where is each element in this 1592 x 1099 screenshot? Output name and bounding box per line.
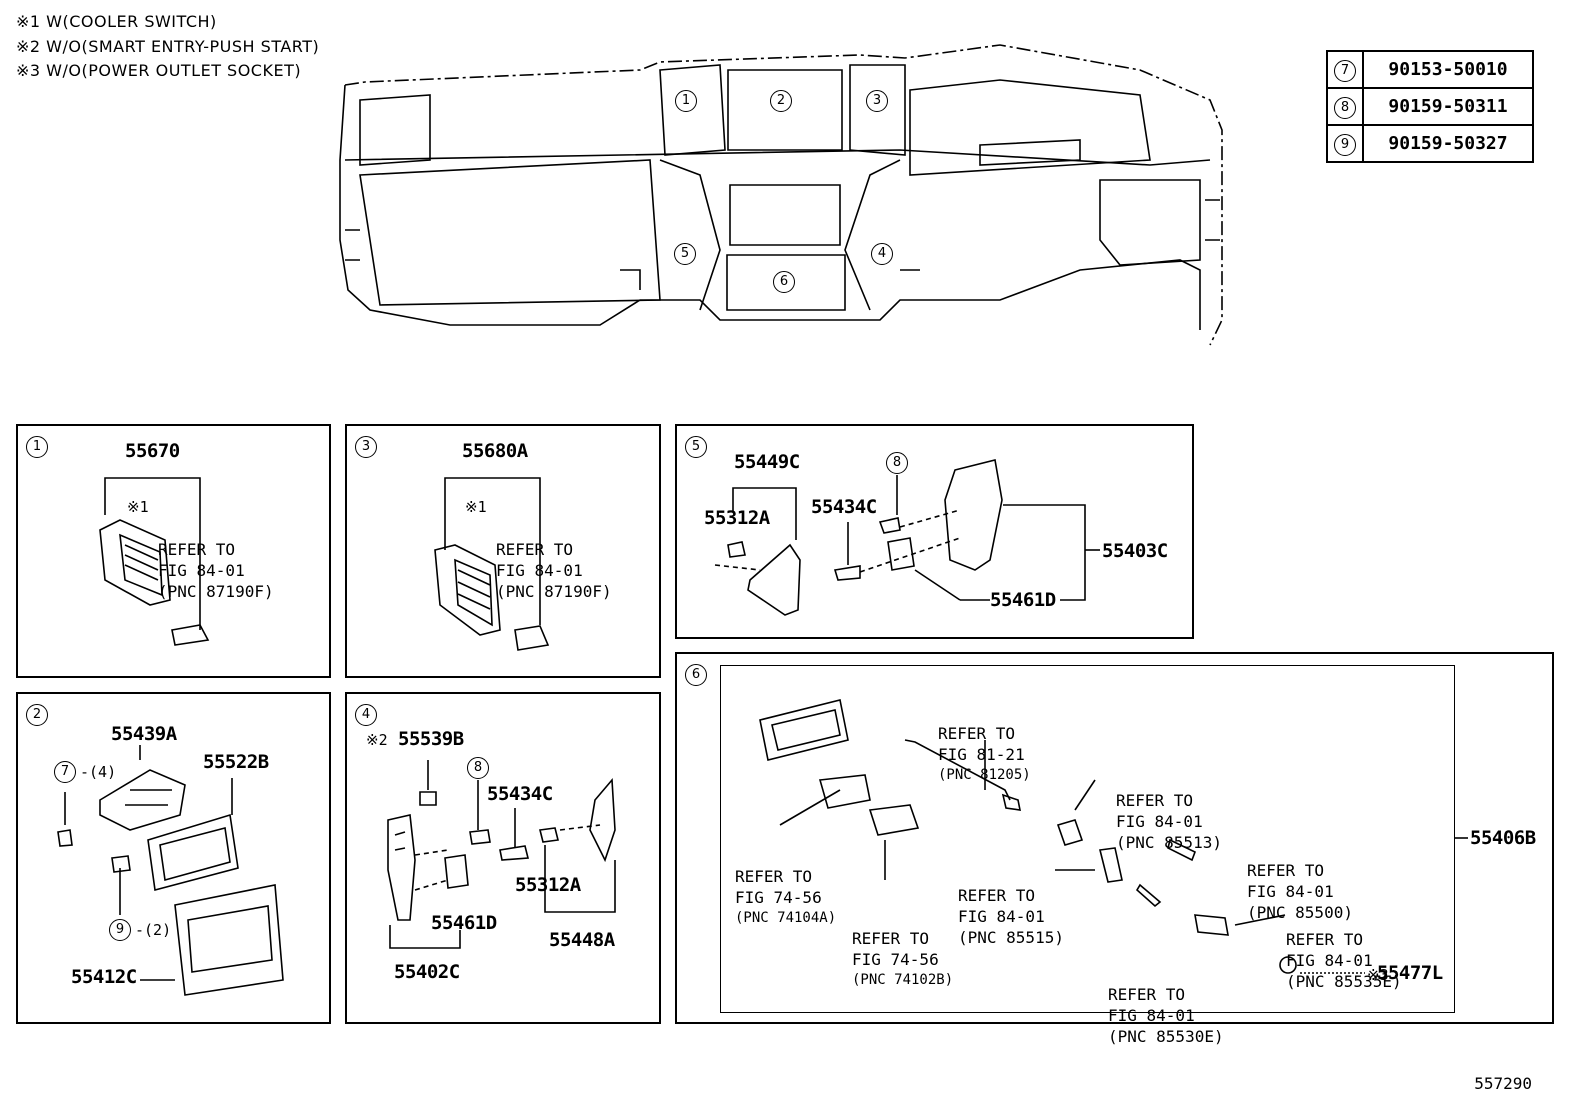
callout-9[interactable]: 9 xyxy=(109,919,131,941)
panel-1: 1 xyxy=(16,424,331,678)
part-label[interactable]: 55406B xyxy=(1470,827,1536,849)
panel-number: 4 xyxy=(355,704,377,726)
panel-1-art xyxy=(99,477,210,646)
part-label[interactable]: 55402C xyxy=(394,961,460,983)
panel-3-art xyxy=(434,477,550,651)
overview-callout[interactable]: 6 xyxy=(773,271,795,293)
part-number[interactable]: 90159-50327 xyxy=(1362,124,1534,163)
panel-6: 6 xyxy=(675,652,1554,1024)
panel-4-art xyxy=(387,760,616,949)
panel-2-art xyxy=(57,745,284,996)
panel-2: 2 xyxy=(16,692,331,1024)
part-label[interactable]: 55434C xyxy=(811,496,877,518)
part-label[interactable]: 55461D xyxy=(990,589,1056,611)
part-label[interactable]: 55434C xyxy=(487,783,553,805)
part-label[interactable]: 55312A xyxy=(704,507,770,529)
table-row: 8 90159-50311 xyxy=(1326,87,1534,126)
callout-7: 7 xyxy=(1334,59,1356,82)
overview-callout[interactable]: 4 xyxy=(871,243,893,265)
note-mark: ※1 xyxy=(127,498,149,516)
part-label[interactable]: 55670 xyxy=(125,440,180,462)
note-2: ※2 W/O(SMART ENTRY-PUSH START) xyxy=(16,37,320,56)
fastener-parts-table: 7 90153-50010 8 90159-50311 9 90159-5032… xyxy=(1326,50,1534,163)
panel-number: 1 xyxy=(26,436,48,458)
note-mark: ※1 xyxy=(465,498,487,516)
table-row: 9 90159-50327 xyxy=(1326,124,1534,163)
callout-8: 8 xyxy=(1334,96,1356,119)
part-label[interactable]: 55461D xyxy=(431,912,497,934)
callout-8[interactable]: 8 xyxy=(467,757,489,779)
callout-7[interactable]: 7 xyxy=(54,761,76,783)
table-row: 7 90153-50010 xyxy=(1326,50,1534,89)
part-number[interactable]: 90153-50010 xyxy=(1362,50,1534,89)
part-label[interactable]: 55680A xyxy=(462,440,528,462)
part-label[interactable]: 55539B xyxy=(398,728,464,750)
note-3: ※3 W/O(POWER OUTLET SOCKET) xyxy=(16,61,302,80)
part-label[interactable]: 55522B xyxy=(203,751,269,773)
part-number[interactable]: 90159-50311 xyxy=(1362,87,1534,126)
overview-callout[interactable]: 3 xyxy=(866,90,888,112)
panel-number: 3 xyxy=(355,436,377,458)
part-label[interactable]: 55412C xyxy=(71,966,137,988)
callout-8[interactable]: 8 xyxy=(886,452,908,474)
quantity: -(4) xyxy=(80,763,117,781)
note-mark: ※3 xyxy=(1367,966,1389,984)
panel-number: 6 xyxy=(685,664,707,686)
quantity: -(2) xyxy=(135,921,172,939)
panel-number: 2 xyxy=(26,704,48,726)
panel-6-art xyxy=(759,699,1468,974)
overview-callout[interactable]: 5 xyxy=(674,243,696,265)
dashboard-illustration xyxy=(339,44,1223,346)
callout-9: 9 xyxy=(1334,133,1356,156)
part-label[interactable]: 55403C xyxy=(1102,540,1168,562)
part-label[interactable]: 55477L xyxy=(1377,962,1443,984)
panel-3: 3 xyxy=(345,424,661,678)
overview-callout[interactable]: 1 xyxy=(675,90,697,112)
part-label[interactable]: 55312A xyxy=(515,874,581,896)
diagram-number: 557290 xyxy=(1474,1074,1532,1093)
part-label[interactable]: 55449C xyxy=(734,451,800,473)
part-label[interactable]: 55448A xyxy=(549,929,615,951)
part-label[interactable]: 55439A xyxy=(111,723,177,745)
note-1: ※1 W(COOLER SWITCH) xyxy=(16,12,217,31)
panel-4: 4 xyxy=(345,692,661,1024)
note-mark: ※2 xyxy=(366,731,388,749)
panel-5-art xyxy=(714,459,1100,616)
panel-number: 5 xyxy=(685,436,707,458)
assembly-boundary xyxy=(720,665,1455,1013)
overview-callout[interactable]: 2 xyxy=(770,90,792,112)
panel-5: 5 xyxy=(675,424,1194,639)
